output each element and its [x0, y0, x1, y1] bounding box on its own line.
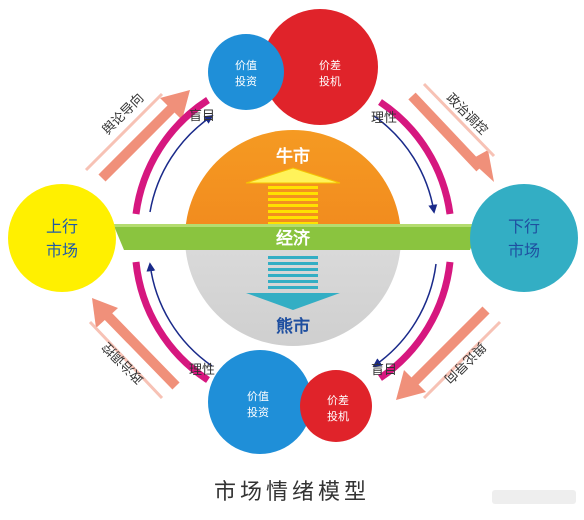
arc-label-top-left: 盲目 [189, 108, 215, 124]
arrow-bottom-left [88, 298, 180, 400]
downtrend-line1: 下行 [508, 217, 540, 236]
arc-label-top-right: 理性 [371, 111, 397, 126]
bottom-spread-circle [300, 370, 372, 442]
arrow-top-right [408, 82, 496, 182]
bottom-spread-line1: 价差 [327, 393, 349, 407]
bull-up-arrow [245, 167, 341, 225]
economy-bar [114, 224, 480, 250]
top-value-circle [208, 34, 284, 110]
bottom-value-circle [208, 350, 312, 454]
bottom-value-line1: 价值 [247, 390, 269, 403]
downtrend-market-circle [470, 184, 578, 292]
bottom-value-line2: 投资 [247, 405, 269, 419]
top-spread-line1: 价差 [319, 58, 341, 72]
bear-down-arrow [246, 256, 340, 310]
bull-market-label: 牛市 [276, 146, 310, 167]
diagram-caption: 市场情绪模型 [213, 480, 370, 505]
flow-arrow-top-right [373, 115, 438, 214]
bottom-spread-line2: 投机 [327, 409, 349, 423]
flow-arrow-bottom-right [372, 263, 437, 368]
arrow-bottom-right [396, 306, 502, 400]
arrow-top-left [84, 90, 190, 182]
flow-arrow-bottom-left [146, 262, 213, 367]
top-value-line2: 投资 [235, 74, 257, 88]
arc-top-left [132, 97, 210, 215]
downtrend-line2: 市场 [508, 241, 540, 260]
bear-market-label: 熊市 [276, 316, 310, 337]
uptrend-market-circle [8, 184, 116, 292]
arc-top-right [378, 99, 454, 215]
arc-label-bottom-left: 理性 [189, 363, 215, 378]
watermark-mark [492, 490, 576, 504]
arc-bottom-left [132, 261, 210, 383]
top-spread-circle [262, 9, 378, 125]
uptrend-line1: 上行 [46, 217, 78, 236]
arc-label-bottom-right: 盲目 [371, 362, 397, 378]
top-value-line1: 价值 [235, 59, 257, 72]
arc-bottom-right [378, 261, 454, 381]
economy-label: 经济 [276, 228, 311, 249]
flow-arrow-top-left [149, 114, 214, 213]
top-spread-line2: 投机 [319, 74, 341, 88]
uptrend-line2: 市场 [46, 241, 78, 260]
